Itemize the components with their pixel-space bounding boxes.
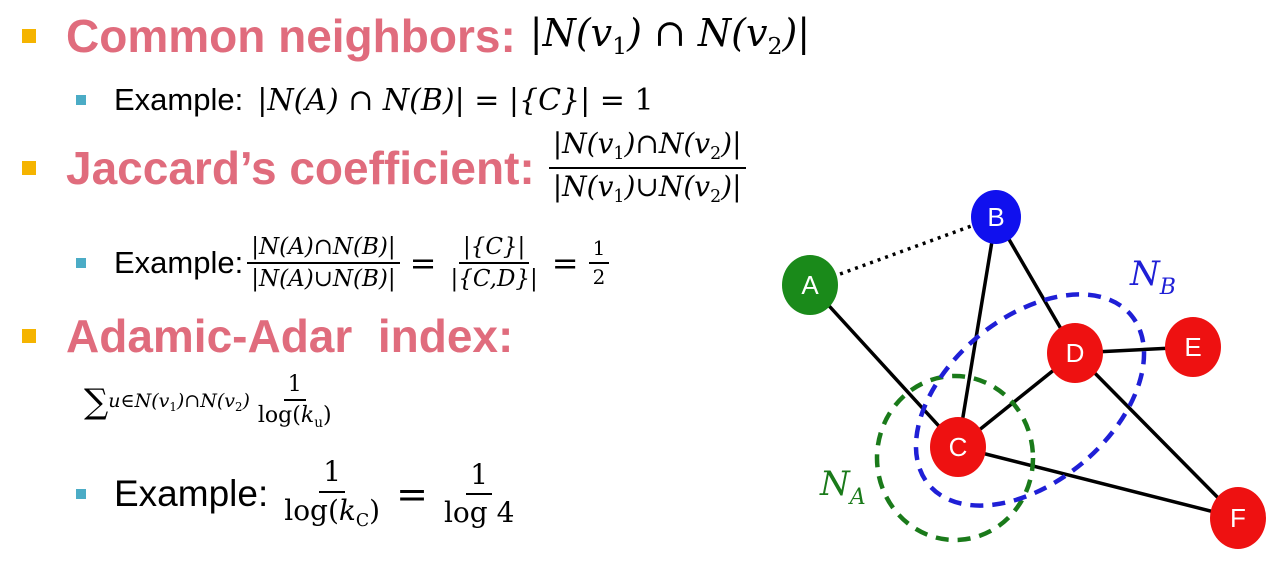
- jaccard-item: Jaccard’s coefficient: |N(v1)∩N(v2)| |N(…: [22, 126, 750, 210]
- common-neighbors-heading: Common neighbors:: [66, 10, 516, 62]
- node-label-a: A: [801, 270, 819, 300]
- node-c: [930, 417, 986, 477]
- bullet-square-icon: [22, 29, 36, 43]
- adamic-adar-item: Adamic-Adar index:: [22, 306, 513, 366]
- neighborhood-label-a: NA: [819, 464, 866, 510]
- common-neighbors-example-formula: |N(A) ∩ N(B)| = |{C}| = 1: [257, 82, 654, 118]
- node-label-c: C: [949, 432, 968, 462]
- bullet-square-icon: [76, 489, 86, 499]
- edge-c-f: [957, 445, 1239, 520]
- jaccard-formula: |N(v1)∩N(v2)| |N(v1)∪N(v2)|: [548, 127, 746, 208]
- node-f: [1210, 487, 1266, 549]
- bullet-square-icon: [76, 258, 86, 268]
- example-label: Example:: [114, 82, 244, 117]
- jaccard-example: Example: |N(A)∩N(B)||N(A)∪N(B)| = |{C}||…: [76, 226, 613, 300]
- node-label-e: E: [1184, 332, 1201, 362]
- neighborhood-label-b: NB: [1129, 254, 1176, 300]
- node-label-b: B: [987, 202, 1004, 232]
- jaccard-example-formula: |N(A)∩N(B)||N(A)∪N(B)| = |{C}||{C,D}| = …: [243, 234, 613, 293]
- example-label: Example:: [114, 473, 269, 514]
- bullet-square-icon: [76, 95, 86, 105]
- bullet-square-icon: [22, 329, 36, 343]
- common-neighbors-item: Common neighbors: |N(v1) ∩ N(v2)|: [22, 6, 810, 66]
- node-b: [971, 190, 1021, 244]
- node-e: [1165, 317, 1221, 377]
- edge-b-c: [956, 216, 998, 448]
- neighborhood-ellipse-b: [913, 292, 1147, 508]
- adamic-adar-heading: Adamic-Adar index:: [66, 310, 514, 362]
- edge-a-c: [808, 283, 960, 449]
- edge-d-f: [1073, 351, 1240, 520]
- common-neighbors-formula: |N(v1) ∩ N(v2)|: [529, 11, 811, 61]
- node-a: [782, 255, 838, 315]
- common-neighbors-example: Example: |N(A) ∩ N(B)| = |{C}| = 1: [76, 78, 654, 122]
- example-label: Example:: [114, 245, 244, 280]
- node-label-f: F: [1230, 503, 1246, 533]
- jaccard-heading: Jaccard’s coefficient:: [66, 142, 535, 194]
- node-label-d: D: [1066, 338, 1085, 368]
- node-d: [1047, 323, 1103, 383]
- bullet-square-icon: [22, 161, 36, 175]
- neighborhood-ellipse-a: [874, 373, 1036, 543]
- edge-a-b: [809, 215, 997, 287]
